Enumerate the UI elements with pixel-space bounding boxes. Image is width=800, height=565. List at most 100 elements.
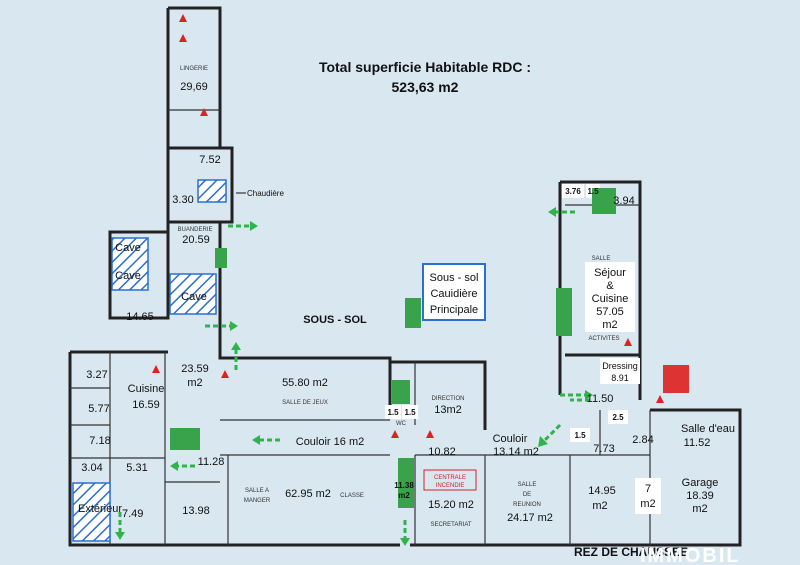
couloir-13-line-2: 13.14 m2 (493, 446, 539, 458)
evacuation-arrows (115, 207, 593, 546)
reunion-area: 24.17 m2 (507, 512, 553, 524)
salle-reunion-line-2: DE (523, 492, 531, 498)
stairs-icon (170, 188, 616, 508)
sous-sol-label: SOUS - SOL (303, 314, 367, 326)
activites-label: ACTIVITES (588, 336, 619, 342)
salle-reunion-line-3: REUNION (513, 502, 541, 508)
cuisine-label: Cuisine (128, 383, 165, 395)
title-line-2: 523,63 m2 (392, 79, 459, 95)
dressing-label: Dressing (602, 361, 638, 371)
box-25 (608, 410, 628, 424)
wc-1-area: 1.5 (387, 408, 399, 417)
secretariat-area: 15.20 m2 (428, 499, 474, 511)
cuisine-area: 16.59 (132, 399, 160, 411)
box-15b (570, 428, 590, 442)
area-23-59: 23.59 (181, 363, 209, 375)
area-1-5-a: 1.5 (587, 187, 599, 196)
area-14-95-unit: m2 (592, 500, 607, 512)
centrale-line-1: CENTRALE (434, 475, 466, 481)
wc-2-area: 1.5 (404, 408, 416, 417)
area-3-04: 3.04 (81, 462, 102, 474)
cave-3-label: Cave (181, 291, 207, 303)
area-7-52: 7.52 (199, 154, 220, 166)
lingerie-area: 29,69 (180, 81, 208, 93)
title-line-1: Total superficie Habitable RDC : (319, 59, 531, 75)
sejour-box (585, 262, 635, 332)
lingerie-label: LINGERIE (180, 66, 208, 72)
dressing-box (600, 358, 640, 384)
salle-eau-area: 11.52 (684, 437, 711, 449)
sejour-line-4: 57.05 (596, 306, 624, 318)
box-wc2 (402, 405, 418, 419)
sous-sol-box-line-3: Principale (430, 304, 478, 316)
sejour-line-1: Séjour (594, 267, 626, 279)
area-5-77: 5.77 (88, 403, 109, 415)
cave-2-label: Cave (115, 270, 141, 282)
salle-jeux-label: SALLE DE JEUX (282, 400, 328, 406)
fire-extinguisher-icon (152, 14, 664, 438)
rez-de-chaussee-label: REZ DE CHAUSSEE (574, 545, 688, 559)
direction-label: DIRECTION (432, 396, 465, 402)
secretariat-label: SECRETARIAT (430, 522, 471, 528)
area-11-38: 11.38 (394, 481, 414, 490)
box-wc1 (385, 405, 401, 419)
wc-label: WC (396, 421, 407, 427)
couloir-16: Couloir 16 m2 (296, 436, 364, 448)
salle-manger-line-1: SALLE A (245, 488, 269, 494)
area-14-65: 14.65 (126, 311, 154, 323)
chaudiere-hatch (197, 179, 227, 203)
cave-1-label: Cave (115, 242, 141, 254)
sejour-line-3: Cuisine (592, 293, 629, 305)
area-3-76: 3.76 (565, 187, 581, 196)
salle-reunion-line-1: SALLE (518, 482, 537, 488)
garage-area: 18.39 (686, 490, 714, 502)
sous-sol-box-line-1: Sous - sol (430, 272, 479, 284)
area-10-82: 10.82 (428, 446, 456, 458)
garage-label: Garage (682, 477, 719, 489)
area-11-38-unit: m2 (398, 491, 410, 500)
area-11-28: 11.28 (198, 456, 225, 468)
area-3-30: 3.30 (172, 194, 193, 206)
box-376 (562, 184, 584, 198)
area-1-5-b: 1.5 (574, 431, 586, 440)
dressing-area: 8.91 (611, 373, 629, 383)
area-7-73: 7.73 (593, 443, 614, 455)
area-14-95: 14.95 (588, 485, 616, 497)
sejour-line-5: m2 (602, 319, 617, 331)
area-3-27: 3.27 (86, 369, 107, 381)
salle-manger-line-2: MANGER (244, 498, 271, 504)
box-7 (635, 478, 661, 514)
salle-eau-label: Salle d'eau (681, 423, 735, 435)
cave-hatch-1 (111, 237, 149, 291)
direction-area: 13m2 (434, 404, 462, 416)
exterior-walls (68, 6, 742, 547)
chaudiere-label: Chaudière (247, 189, 284, 198)
area-3-94: 3.94 (613, 195, 634, 207)
area-2-84: 2.84 (632, 434, 653, 446)
area-5-31: 5.31 (126, 462, 147, 474)
exterieur-hatch (72, 482, 111, 542)
area-2-5: 2.5 (612, 413, 624, 422)
buanderie-label: BUANDERIE (177, 227, 212, 233)
centrale-line-2: INCENDIE (436, 483, 465, 489)
buanderie-area: 20.59 (182, 234, 210, 246)
sejour-line-2: & (606, 280, 614, 292)
area-7-49: 7.49 (122, 508, 143, 520)
fire-panel-icon (663, 365, 689, 393)
garage-area-unit: m2 (692, 503, 707, 515)
sous-sol-box-line-2: Cauidière (430, 288, 477, 300)
salle-jeux-area: 55.80 m2 (282, 377, 328, 389)
sous-sol-box (422, 263, 486, 321)
brand-watermark: IMMOBIL (640, 545, 741, 565)
area-11-50: 11.50 (587, 393, 614, 405)
area-13-98: 13.98 (182, 505, 210, 517)
salle-small-label: SALLE (592, 256, 611, 262)
area-7-unit: m2 (640, 498, 655, 510)
area-7-18: 7.18 (89, 435, 110, 447)
couloir-13-line-1: Couloir (493, 433, 528, 445)
centrale-incendie-frame (423, 469, 477, 491)
classe-label: CLASSE (340, 493, 364, 499)
classe-area: 62.95 m2 (285, 488, 331, 500)
area-7: 7 (645, 483, 651, 495)
